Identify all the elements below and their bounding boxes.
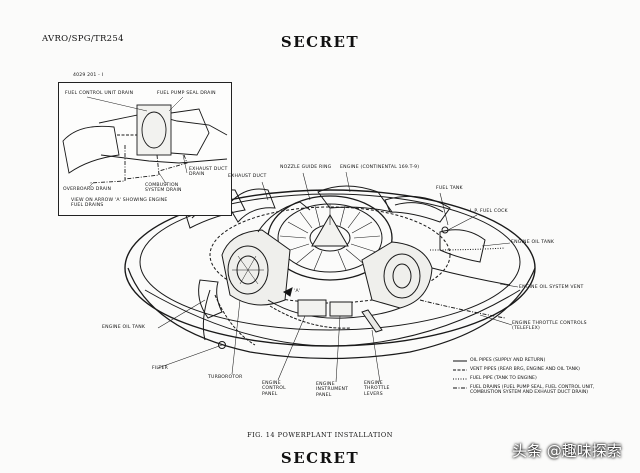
- watermark-text: 头条 @趣味探索: [512, 442, 622, 460]
- engine-oil-tank-left: [198, 279, 223, 319]
- label-engine-continental: ENGINE (CONTINENTAL 169.T-9): [340, 165, 420, 170]
- label-engine-control-panel: ENGINE CONTROL PANEL: [262, 381, 286, 397]
- right-engine: [361, 241, 433, 309]
- document-reference: AVRO/SPG/TR254: [42, 34, 124, 44]
- label-engine-oil-tank-left: ENGINE OIL TANK: [102, 325, 146, 330]
- exhaust-duct: [227, 188, 276, 223]
- inset-view-caption: VIEW ON ARROW 'A' SHOWING ENGINE FUEL DR…: [71, 198, 168, 209]
- legend-item-vent-pipes: VENT PIPES (REAR BRG, ENGINE AND OIL TAN…: [470, 367, 580, 372]
- label-filter: FILTER: [152, 366, 169, 371]
- label-engine-oil-system-vent: ENGINE OIL SYSTEM VENT: [519, 285, 584, 290]
- engine-continental-body: [317, 185, 394, 213]
- engine-control-panel: [297, 299, 327, 317]
- filter: [218, 341, 226, 349]
- label-fuel-control-unit-drain: FUEL CONTROL UNIT DRAIN: [65, 91, 134, 96]
- label-arrow-a: 'A': [294, 289, 301, 294]
- cockpit-bay-right: [384, 195, 451, 223]
- label-turborotor: TURBOROTOR: [208, 375, 243, 380]
- label-combustion-system-drain: COMBUSTION SYSTEM DRAIN: [145, 183, 182, 194]
- figure-caption: FIG. 14 POWERPLANT INSTALLATION: [247, 431, 393, 439]
- fuel-tank: [439, 229, 486, 263]
- legend-item-fuel-drains: FUEL DRAINS (FUEL PUMP SEAL, FUEL CONTRO…: [470, 385, 595, 396]
- legend-item-oil-pipes: OIL PIPES (SUPPLY AND RETURN): [470, 358, 546, 363]
- saucer-inner-rim: [139, 193, 521, 331]
- label-lp-fuel-cock: L.P. FUEL COCK: [470, 209, 508, 214]
- turborotor-cone: [311, 214, 349, 247]
- saucer-lower-skin: [127, 267, 536, 360]
- label-engine-throttle-controls: ENGINE THROTTLE CONTROLS (TELEFLEX): [512, 321, 587, 332]
- classification-top: SECRET: [280, 33, 360, 51]
- inset-view-arrow-a: 4029 201 - I FUEL CONTROL UNIT DRAIN FUE…: [58, 73, 232, 216]
- label-nozzle-guide-ring: NOZZLE GUIDE RING: [280, 165, 332, 170]
- label-engine-throttle-levers: ENGINE THROTTLE LEVERS: [364, 381, 390, 397]
- label-engine-oil-tank-right: ENGINE OIL TANK: [511, 240, 555, 245]
- engine-instrument-panel: [329, 301, 353, 317]
- label-fuel-tank: FUEL TANK: [436, 186, 463, 191]
- engine-throttle-levers: [361, 309, 383, 333]
- label-fuel-pump-seal-drain: FUEL PUMP SEAL DRAIN: [157, 91, 216, 96]
- inset-drawing: [62, 96, 228, 188]
- legend-item-fuel-pipe: FUEL PIPE (TANK TO ENGINE): [470, 376, 537, 381]
- label-exhaust-duct: EXHAUST DUCT: [228, 174, 267, 179]
- label-exhaust-duct-drain: EXHAUST DUCT DRAIN: [189, 167, 228, 178]
- left-engine: [221, 229, 291, 306]
- label-engine-instrument-panel: ENGINE INSTRUMENT PANEL: [316, 382, 349, 398]
- inset-code: 4029 201 - I: [73, 73, 104, 78]
- classification-bottom: SECRET: [280, 449, 360, 467]
- label-overboard-drain: OVERBOARD DRAIN: [63, 187, 112, 192]
